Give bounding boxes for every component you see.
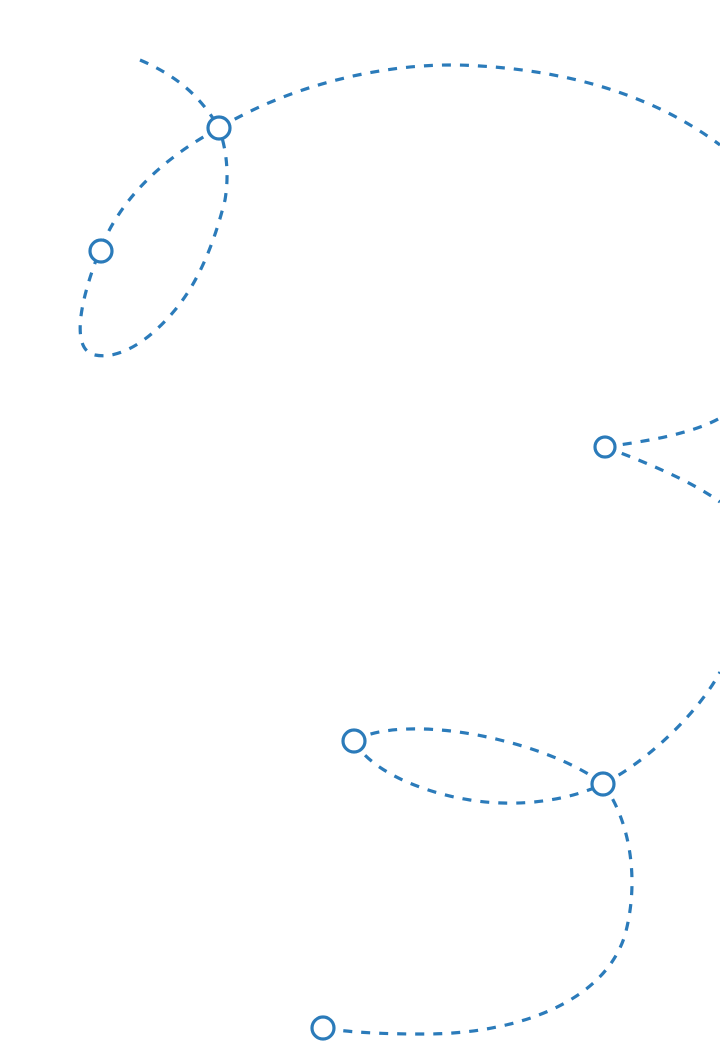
dashed-loop-top-left: [78, 126, 229, 358]
node-bottom-right: [590, 771, 616, 797]
dashed-curve-bottom: [322, 783, 634, 1036]
dashed-wedge-lower: [604, 445, 720, 504]
dashed-loop-bottom: [352, 727, 607, 805]
node-bottom: [310, 1015, 336, 1041]
node-top-left: [206, 115, 232, 141]
node-middle-right: [593, 435, 617, 459]
node-bottom-left: [341, 728, 367, 754]
dashed-tail-top-left: [139, 58, 221, 129]
dashed-wedge-upper: [604, 416, 720, 449]
node-left: [88, 238, 114, 264]
dashed-arc-top: [218, 63, 720, 147]
dashed-curve-bottom-right: [602, 671, 720, 786]
